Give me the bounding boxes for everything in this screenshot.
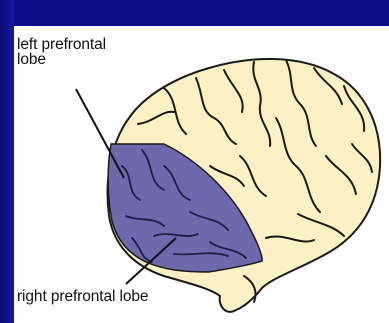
left-gradient-band (0, 0, 14, 323)
left-prefrontal-lobe-label: left prefrontal lobe (17, 37, 106, 67)
diagram-panel: left prefrontal lobe right prefrontal lo… (14, 26, 389, 323)
brain-diagram (14, 26, 389, 323)
left-lobe-pointer (76, 89, 124, 178)
right-prefrontal-lobe-label: right prefrontal lobe (17, 289, 148, 304)
